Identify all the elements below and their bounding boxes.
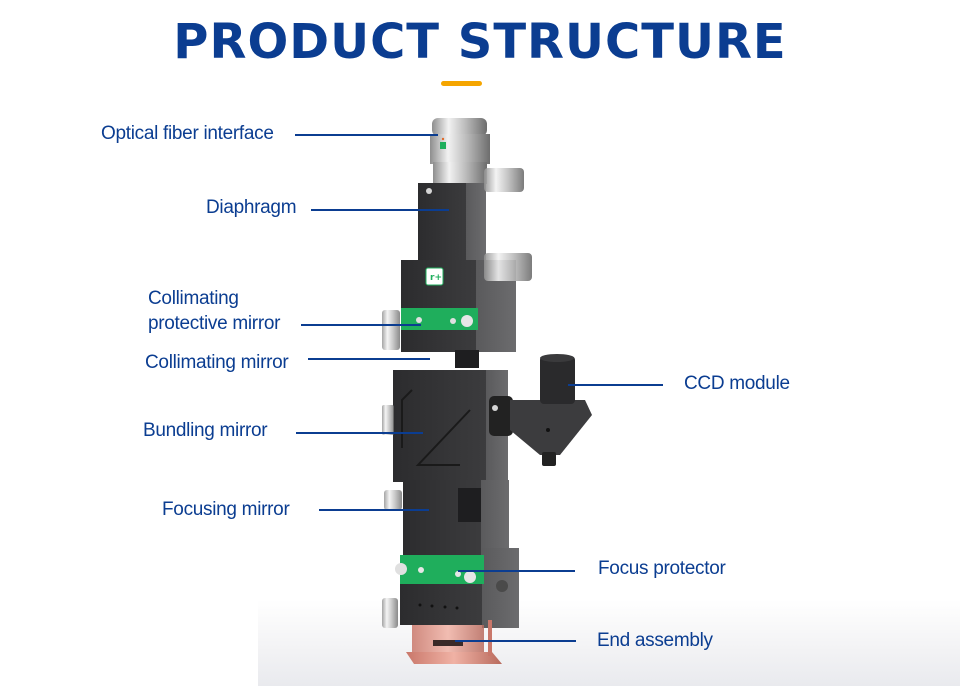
focusing-part bbox=[384, 480, 509, 560]
label-diaphragm: Diaphragm bbox=[206, 197, 297, 218]
label-bundling-mirror: Bundling mirror bbox=[143, 420, 268, 441]
leader-line-diaphragm bbox=[311, 209, 449, 211]
leader-line-collimating-mirror bbox=[308, 358, 430, 360]
label-collimating-protective-mirror-line2: protective mirror bbox=[148, 313, 281, 334]
ccd-part bbox=[489, 354, 592, 466]
leader-line-optical-fiber-interface bbox=[295, 134, 438, 136]
focus-protector-part bbox=[382, 548, 519, 628]
leader-line-focus-protector bbox=[458, 570, 575, 572]
fiber-interface-part bbox=[430, 118, 490, 184]
diaphragm-part bbox=[418, 168, 524, 261]
label-collimating-mirror: Collimating mirror bbox=[145, 352, 289, 373]
page-title: PRODUCT STRUCTURE bbox=[173, 14, 787, 70]
leader-line-collimating-protective-mirror bbox=[301, 324, 421, 326]
svg-text:r+: r+ bbox=[430, 273, 442, 283]
label-focusing-mirror: Focusing mirror bbox=[162, 499, 290, 520]
leader-line-ccd-module bbox=[568, 384, 663, 386]
title-underline bbox=[441, 81, 482, 86]
label-optical-fiber-interface: Optical fiber interface bbox=[101, 123, 274, 144]
leader-line-end-assembly bbox=[455, 640, 576, 642]
label-focus-protector: Focus protector bbox=[598, 558, 726, 579]
label-end-assembly: End assembly bbox=[597, 630, 713, 651]
leader-line-focusing-mirror bbox=[319, 509, 429, 511]
collimating-part: r+ bbox=[382, 253, 532, 368]
leader-line-bundling-mirror bbox=[296, 432, 423, 434]
label-collimating-protective-mirror-line1: Collimating bbox=[148, 288, 239, 309]
label-ccd-module: CCD module bbox=[684, 373, 790, 394]
floor-shadow bbox=[258, 600, 960, 686]
